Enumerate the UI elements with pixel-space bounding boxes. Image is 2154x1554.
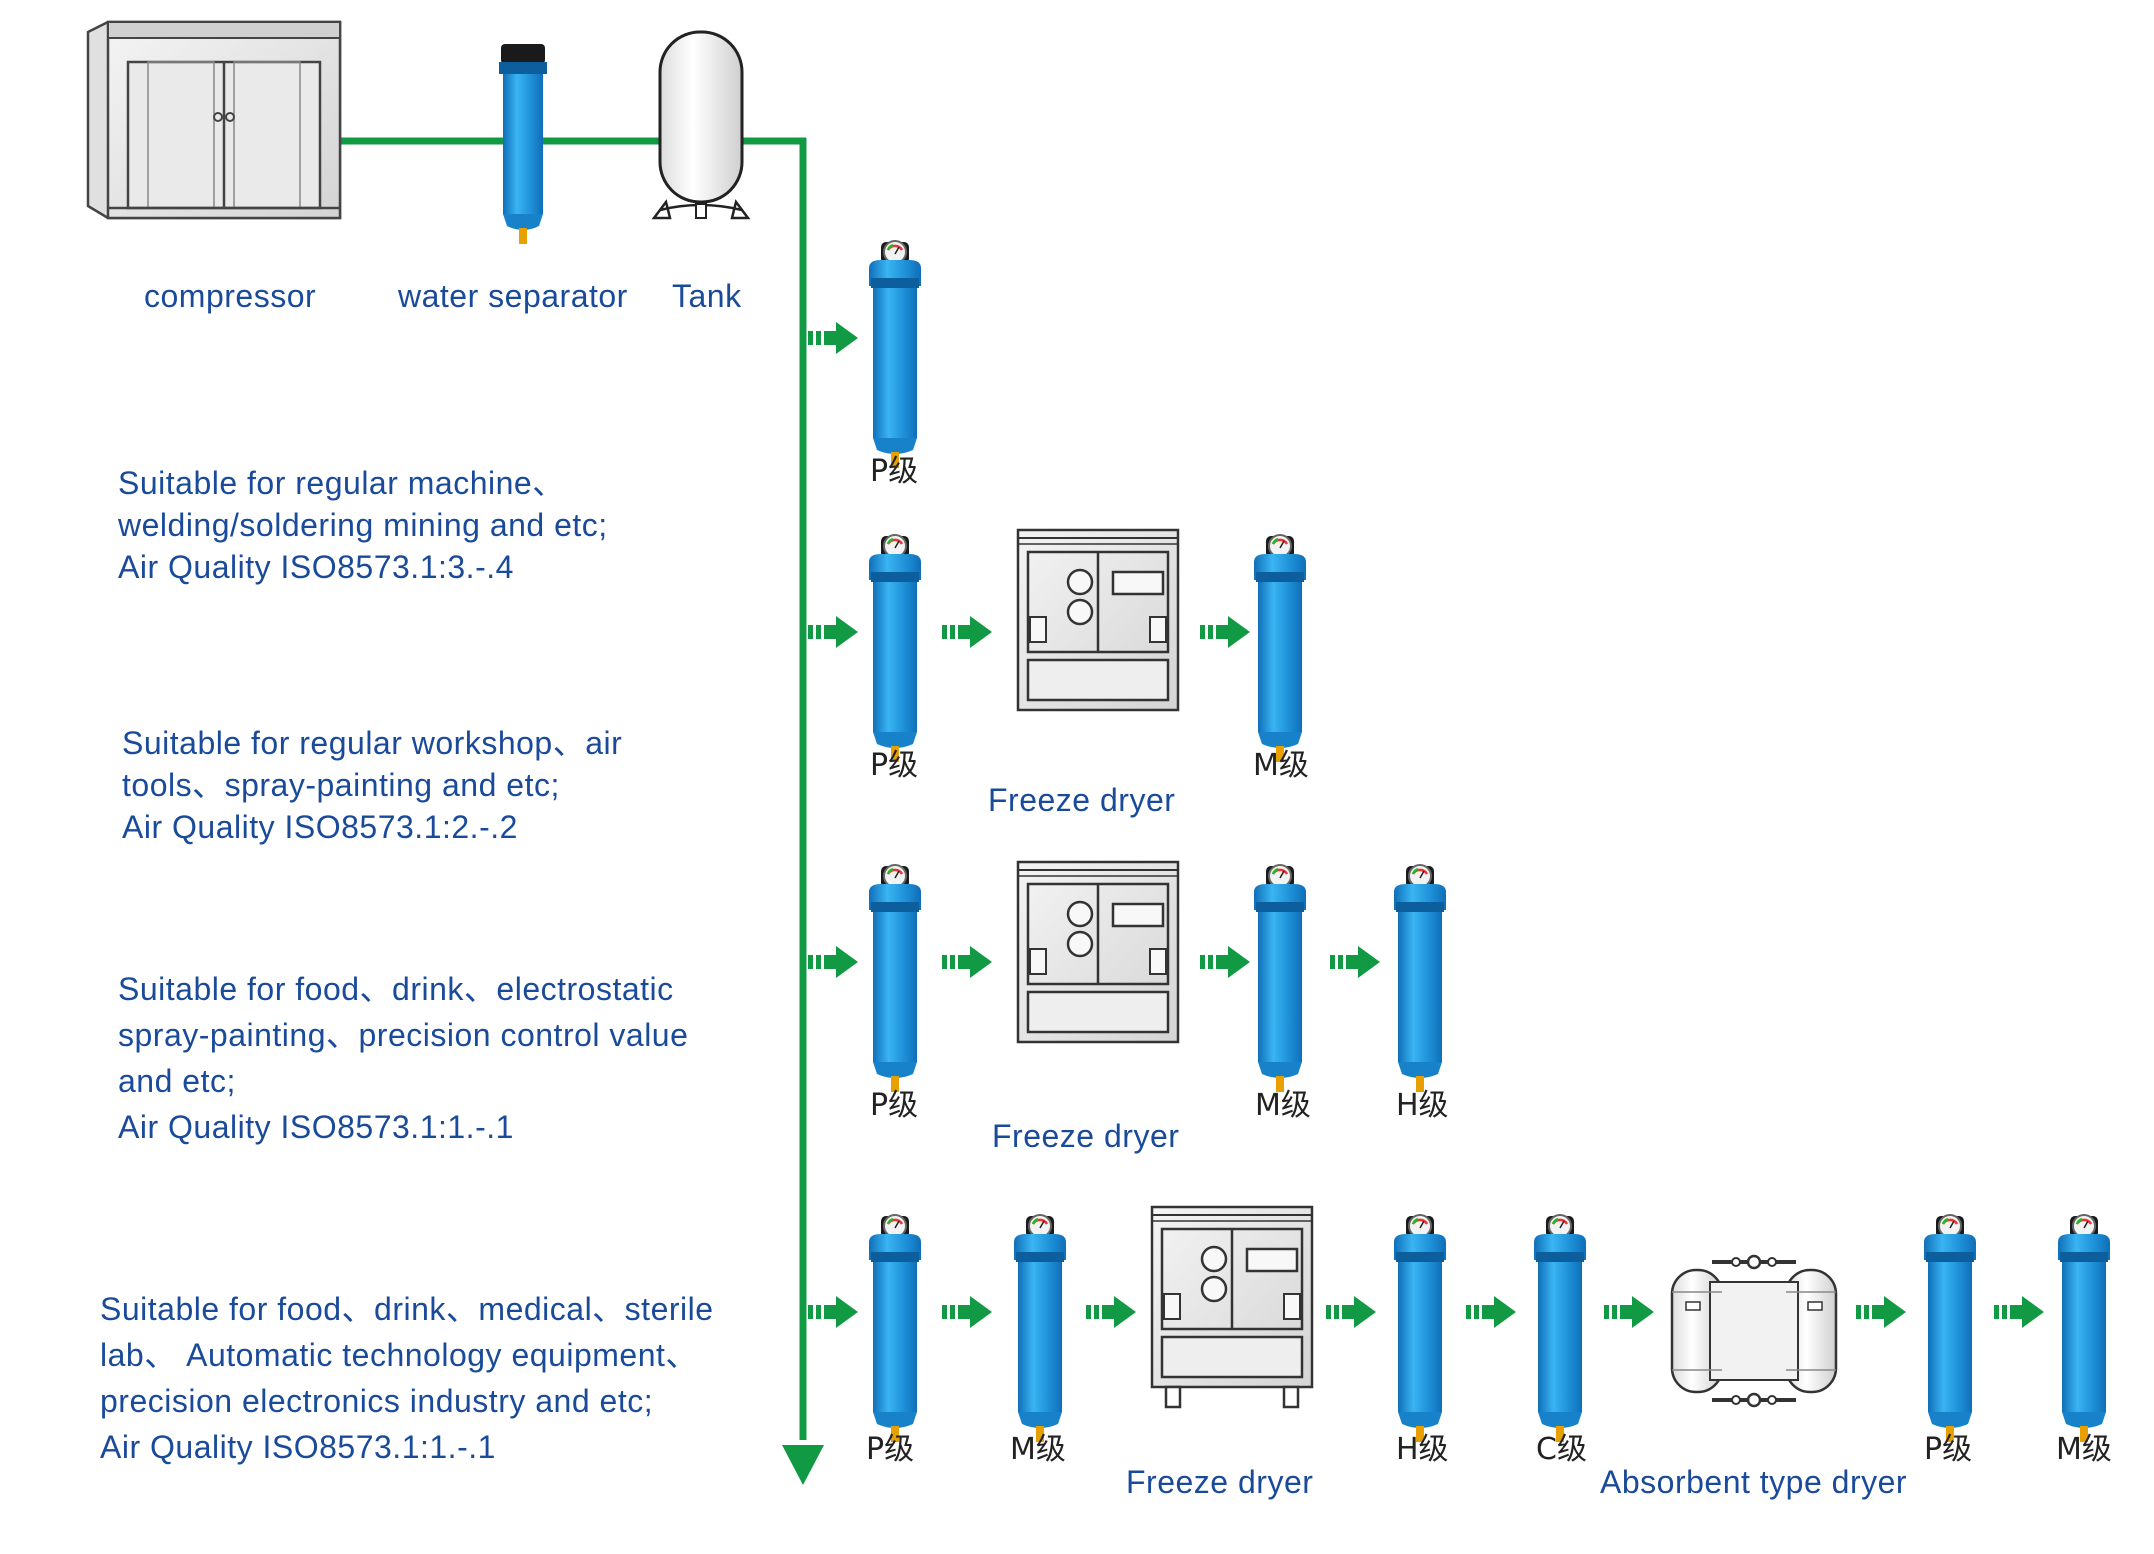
water-separator-icon [499,44,547,244]
m-grade-filter-icon [1012,1213,1068,1444]
absorbent-dryer-icon [1670,1254,1838,1408]
flow-arrow [942,1296,992,1328]
grade-label: M级 [1253,748,1309,783]
h-grade-filter-icon [1392,863,1448,1094]
flow-arrow [808,946,858,978]
flow-arrow [808,1296,858,1328]
p-grade-filter-icon [867,863,923,1094]
freeze-dryer-icon [1016,860,1180,1044]
application-description: Suitable for regular workshop、air tools、… [122,722,622,848]
description-line: lab、 Automatic technology equipment、 [100,1337,698,1373]
flow-arrow [1326,1296,1376,1328]
air-quality-line: Air Quality ISO8573.1:1.-.1 [118,1109,514,1145]
absorbent-dryer-label: Absorbent type dryer [1600,1464,1908,1500]
grade-label: M级 [1010,1432,1066,1467]
flow-arrow [1086,1296,1136,1328]
description-line: tools、spray-painting and etc; [122,767,560,803]
grade-label: H级 [1396,1432,1449,1467]
freeze-dryer-label: Freeze dryer [988,782,1176,818]
m-grade-filter-icon [1252,863,1308,1094]
p-grade-filter-icon [867,1213,923,1444]
grade-label: H级 [1396,1088,1449,1123]
application-description: Suitable for regular machine、 welding/so… [118,462,608,588]
flow-arrow [808,322,858,354]
grade-label: P级 [870,454,919,489]
application-description: Suitable for food、drink、electrostatic sp… [118,966,688,1150]
tank-icon [651,30,751,220]
water-separator-label: water separator [398,278,628,314]
flow-arrow [1466,1296,1516,1328]
grade-label: M级 [1255,1088,1311,1123]
description-line: spray-painting、precision control value [118,1017,689,1053]
c-grade-filter-icon [1532,1213,1588,1444]
description-line: Suitable for food、drink、electrostatic [118,971,674,1007]
grade-label: P级 [870,748,919,783]
flow-arrow [1604,1296,1654,1328]
air-quality-line: Air Quality ISO8573.1:1.-.1 [100,1429,496,1465]
description-line: Suitable for regular machine、 [118,465,565,501]
flow-arrow [1330,946,1380,978]
freeze-dryer-label: Freeze dryer [992,1118,1180,1154]
m-grade-filter-icon [1252,533,1308,764]
freeze-dryer-icon [1150,1205,1314,1409]
description-line: Suitable for food、drink、medical、sterile [100,1291,714,1327]
grade-label: M级 [2056,1432,2112,1467]
p-grade-filter-icon [1922,1213,1978,1444]
description-line: and etc; [118,1063,236,1099]
description-line: Suitable for regular workshop、air [122,725,623,761]
p-grade-filter-icon [867,239,923,470]
grade-label: P级 [1924,1432,1973,1467]
freeze-dryer-label: Freeze dryer [1126,1464,1314,1500]
air-quality-line: Air Quality ISO8573.1:3.-.4 [118,549,514,585]
h-grade-filter-icon [1392,1213,1448,1444]
flow-arrow [1856,1296,1906,1328]
description-line: precision electronics industry and etc; [100,1383,654,1419]
compressor-label: compressor [144,278,317,314]
description-line: welding/soldering mining and etc; [118,507,608,543]
p-grade-filter-icon [867,533,923,764]
grade-label: C级 [1536,1432,1587,1467]
freeze-dryer-icon [1016,528,1180,712]
flow-arrow [1200,616,1250,648]
flow-arrow [1200,946,1250,978]
application-description: Suitable for food、drink、medical、sterile … [100,1286,714,1470]
grade-label: P级 [870,1088,919,1123]
main-pipe-arrowhead [782,1445,824,1485]
air-quality-line: Air Quality ISO8573.1:2.-.2 [122,809,518,845]
m-grade-filter-icon [2056,1213,2112,1444]
compressor-icon [86,20,342,220]
flow-arrow [1994,1296,2044,1328]
tank-label: Tank [672,278,742,314]
flow-arrow [942,946,992,978]
flow-arrow [808,616,858,648]
grade-label: P级 [866,1432,915,1467]
flow-arrow [942,616,992,648]
